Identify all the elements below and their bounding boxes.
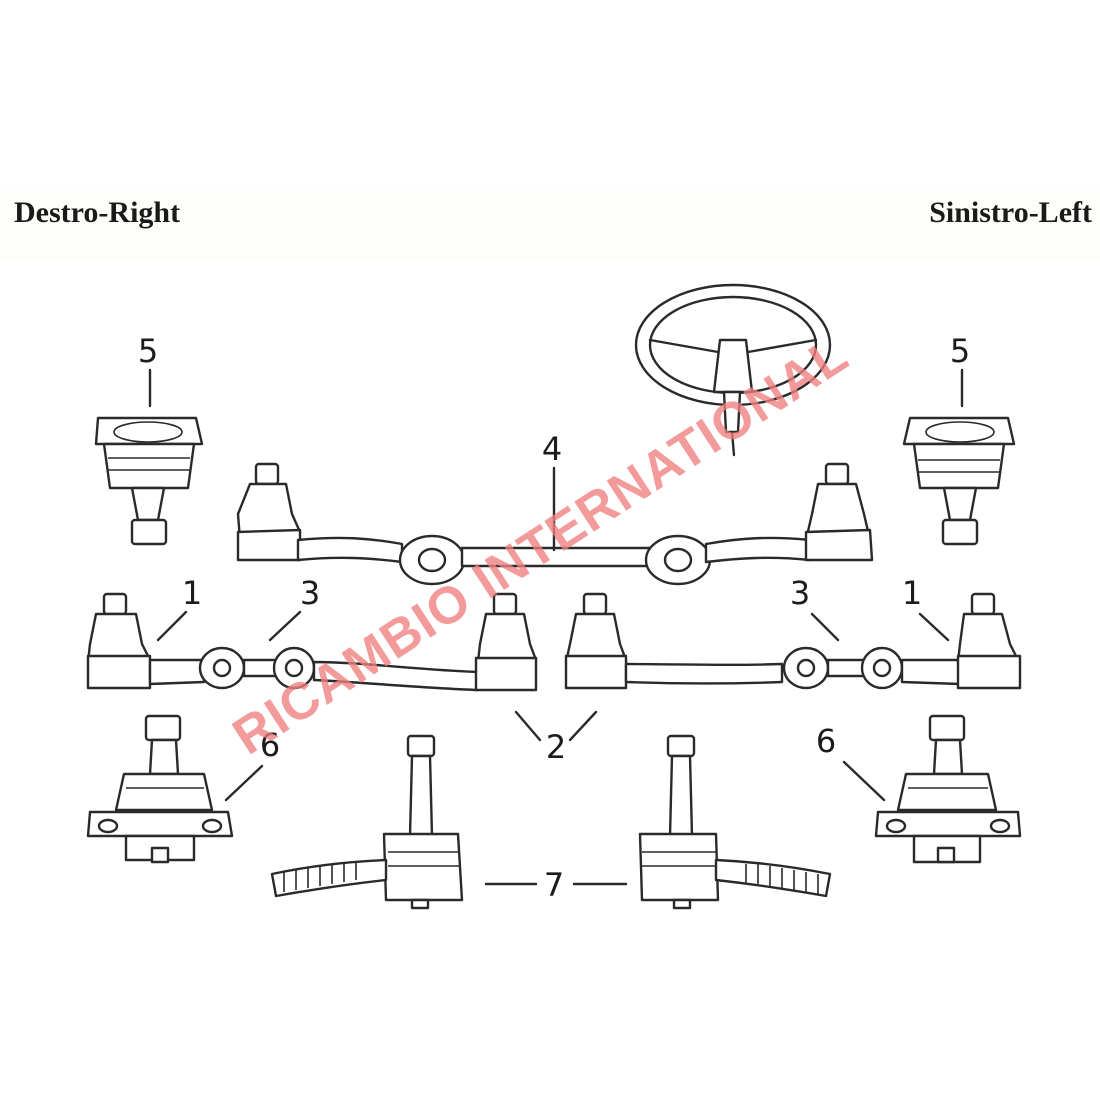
callout-7: 7 <box>544 866 564 904</box>
lower-ball-joint-right-side <box>86 714 234 864</box>
callout-5-left-side: 5 <box>950 332 970 370</box>
callout-1-right-side: 1 <box>182 574 202 612</box>
callout-1-left-side: 1 <box>902 574 922 612</box>
steering-arm-left-side <box>638 734 832 910</box>
callout-6-left-side: 6 <box>816 722 836 760</box>
callout-5-right-side: 5 <box>138 332 158 370</box>
header-band <box>0 190 1100 260</box>
label-destro-right: Destro-Right <box>14 196 181 229</box>
callout-6-right-side: 6 <box>260 726 280 764</box>
callout-3-left-side: 3 <box>790 574 810 612</box>
track-rod-assembly-left-side <box>564 592 1022 690</box>
steering-arm-right-side <box>270 734 464 910</box>
upper-ball-joint-right-side <box>94 416 204 546</box>
upper-ball-joint-left-side <box>902 416 1016 546</box>
callout-2: 2 <box>546 728 566 766</box>
callout-4: 4 <box>542 430 562 468</box>
label-sinistro-left: Sinistro-Left <box>929 196 1092 229</box>
centre-track-rod <box>236 462 874 586</box>
track-rod-assembly-right-side <box>86 592 538 692</box>
steering-wheel <box>634 283 832 457</box>
lower-ball-joint-left-side <box>874 714 1022 864</box>
callout-3-right-side: 3 <box>300 574 320 612</box>
